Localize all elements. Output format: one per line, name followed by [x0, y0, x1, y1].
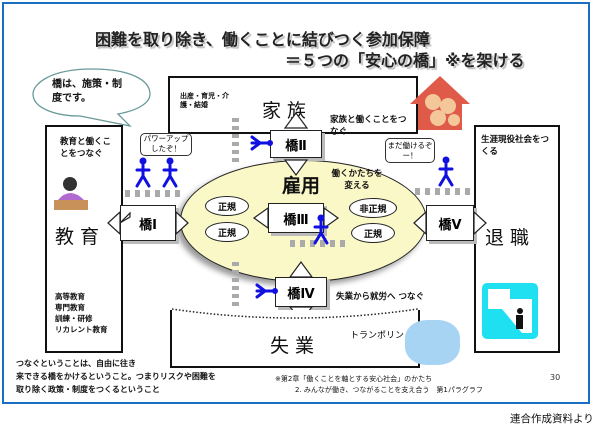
arrow-right-icon: [323, 206, 340, 230]
employment-connect: 働くかたちを変える: [331, 169, 383, 191]
page-number: 30: [550, 373, 561, 382]
arrow-left-icon: [107, 210, 121, 236]
regular-oval: 正規: [205, 196, 249, 216]
unemployment-label: 失業: [270, 335, 321, 357]
family-connect: 家族と働くことをつなぐ: [330, 115, 407, 137]
title-line-1: 困難を取り除き、働くことに結びつく参加保障: [95, 30, 430, 49]
education-item: 訓練・研修: [55, 314, 93, 323]
bubble-power-up: パワーアップしたぞ！: [140, 133, 192, 156]
education-label: 教育: [55, 226, 106, 248]
arrow-left-icon: [119, 211, 131, 224]
explanation-line: つなぐということは、自由に往き: [16, 359, 136, 368]
arrow-right-icon: [175, 210, 189, 236]
unemployment-box: [170, 310, 420, 368]
arrow-left-icon: [413, 210, 427, 236]
title-line-2: ＝５つの「安心の橋」※を架ける: [285, 51, 525, 70]
arrow-down-icon: [283, 159, 309, 177]
speech-bubble-shape: [32, 68, 151, 128]
arrow-right-icon: [473, 210, 487, 236]
footnote-line: ※第2章「働くことを軸とする安心社会」のかたち: [275, 375, 433, 383]
arrow-up-icon: [283, 111, 309, 129]
education-items: 高等教育 専門教育 訓練・研修 リカレント教育: [55, 291, 108, 335]
rail: [415, 188, 475, 195]
explanation-line: 取り除く政策・制度をつくるということ: [16, 385, 160, 394]
slide-frame: [2, 2, 590, 404]
bridge-1: 橋Ⅰ: [120, 205, 176, 241]
trampoline-cloud: [405, 320, 460, 365]
trampoline-label: トランポリン: [350, 331, 405, 341]
explanation-text: つなぐということは、自由に往き 来できる橋をかけるということ。つまりリスクや困難…: [16, 357, 216, 396]
education-item: 専門教育: [55, 303, 85, 312]
family-note: 出産・育児・介護・結婚: [180, 92, 229, 109]
arrow-up-icon: [288, 260, 314, 278]
retirement-label: 退職: [485, 227, 536, 249]
education-connect: 教育と働くことをつなぐ: [60, 137, 112, 159]
bubble-still-working: まだ働けるぞー！: [385, 138, 435, 163]
retirement-connect: 生涯現役社会をつくる: [481, 135, 550, 157]
unemployment-connect: 失業から就労へ つなぐ: [336, 292, 424, 302]
rail: [290, 240, 350, 247]
regular-oval: 正規: [205, 222, 249, 242]
education-item: リカレント教育: [55, 325, 108, 334]
retirement-exit-icon: [482, 283, 538, 339]
rail: [125, 190, 180, 197]
education-item: 高等教育: [55, 292, 85, 301]
rail: [232, 118, 239, 166]
footnote-line: 2. みんなが働き、つながることを支え合う 第1パラグラフ: [295, 386, 483, 394]
regular-oval: 正規: [351, 223, 395, 243]
student-icon: [54, 177, 88, 210]
footnote: ※第2章「働くことを軸とする安心社会」のかたち 2. みんなが働き、つながること…: [275, 374, 483, 396]
trampoline-net: [171, 308, 419, 319]
rail: [232, 262, 239, 312]
bridge-5: 橋Ⅴ: [426, 205, 474, 241]
arrow-left-icon: [252, 206, 269, 230]
family-house-icon: [410, 76, 470, 130]
non-regular-oval: 非正規: [349, 198, 397, 218]
speech-bubble-text: 橋は、施策・制度です。: [52, 79, 122, 104]
explanation-line: 来できる橋をかけるということ。つまりリスクや困難を: [16, 372, 216, 381]
source-note: 連合作成資料より: [510, 413, 594, 425]
bridge-2: 橋Ⅱ: [270, 130, 322, 158]
employment-label: 雇用: [282, 175, 321, 197]
